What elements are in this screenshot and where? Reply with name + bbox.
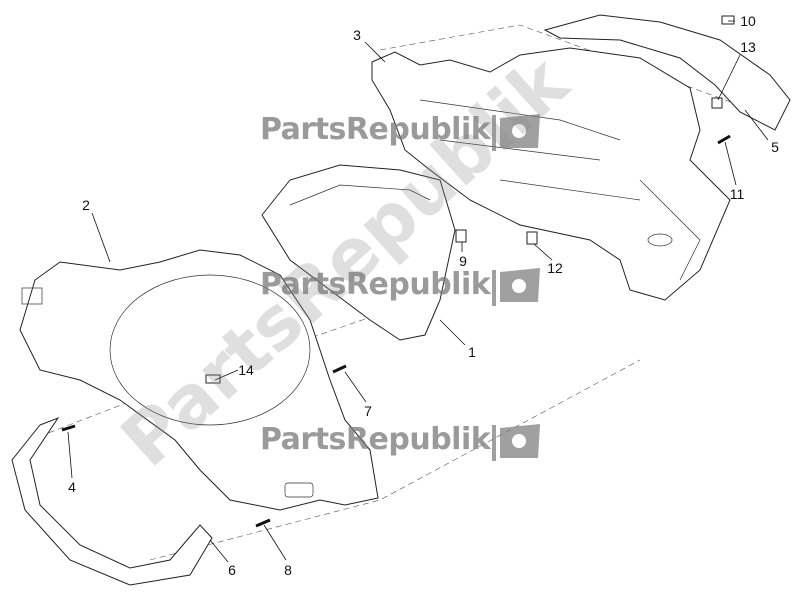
assembly-guide	[149, 359, 641, 561]
part-clip-13	[711, 97, 723, 109]
watermark-text: PartsRepublik	[260, 422, 491, 457]
part-detail	[21, 287, 43, 305]
callout-12: 12	[547, 260, 563, 276]
part-detail	[284, 482, 314, 498]
part-clip-14	[205, 374, 221, 384]
callout-8: 8	[284, 562, 292, 578]
callout-7: 7	[364, 403, 372, 419]
callout-2: 2	[82, 197, 90, 213]
part-rear-handlebar-cover	[371, 47, 731, 301]
part-detail	[419, 99, 701, 281]
part-clip-12	[526, 231, 538, 245]
part-clip-10	[721, 15, 735, 25]
callout-11: 11	[729, 186, 745, 202]
callout-5: 5	[771, 139, 779, 155]
assembly-guide	[379, 24, 781, 121]
callout-4: 4	[68, 479, 76, 495]
watermark-text: PartsRepublik	[260, 267, 491, 302]
gear-icon	[512, 124, 526, 448]
leader-lines	[67, 20, 769, 563]
screw-8	[255, 518, 271, 528]
screw-7	[332, 364, 347, 374]
callout-13: 13	[740, 39, 756, 55]
part-detail	[289, 184, 431, 206]
screw-4	[61, 424, 76, 432]
callout-3: 3	[353, 27, 361, 43]
callout-9: 9	[459, 253, 467, 269]
part-detail	[109, 274, 311, 426]
watermark-text: PartsRepublik	[260, 112, 491, 147]
part-rear-cover-strip	[543, 14, 791, 131]
callout-1: 1	[468, 344, 476, 360]
part-clip-9	[455, 229, 467, 243]
assembly-guide	[29, 299, 421, 441]
part-headlight-shell	[261, 164, 456, 341]
callout-6: 6	[228, 562, 236, 578]
callout-14: 14	[238, 362, 254, 378]
part-front-handlebar-cover	[19, 249, 379, 511]
callout-10: 10	[740, 13, 756, 29]
part-detail	[647, 233, 673, 247]
part-front-trim	[11, 416, 213, 586]
screw-11	[717, 134, 731, 145]
